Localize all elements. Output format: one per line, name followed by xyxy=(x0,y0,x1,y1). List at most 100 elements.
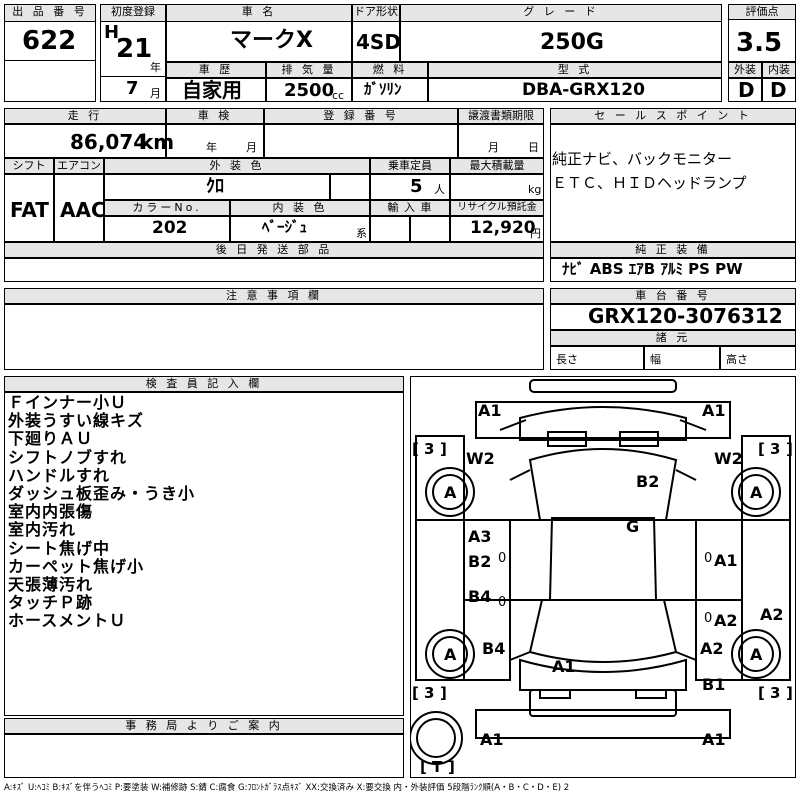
inspection-label: 車 検 xyxy=(166,108,264,124)
genuine-label: 純 正 装 備 xyxy=(550,242,796,258)
first-reg-month: 7 xyxy=(126,78,139,99)
sales-point-line: ＥＴＣ、ＨＩＤヘッドランプ xyxy=(552,174,747,192)
capacity-cell xyxy=(370,174,450,200)
damage-mark: A1 xyxy=(552,657,576,676)
score-label: 評価点 xyxy=(728,4,796,20)
ext-color-extra xyxy=(330,174,370,200)
damage-mark: A xyxy=(750,645,763,664)
damage-mark: A3 xyxy=(468,527,492,546)
exterior-cell xyxy=(728,78,762,102)
chassis-value: GRX120-3076312 xyxy=(588,304,783,328)
chassis-cell xyxy=(550,304,796,330)
model-value: DBA-GRX120 xyxy=(522,80,645,100)
max-load-label: 最大積載量 xyxy=(450,158,544,174)
interior-grade: D xyxy=(770,78,787,102)
svg-text:0: 0 xyxy=(498,551,506,566)
displacement-cell xyxy=(266,78,352,102)
door-type: 4SD xyxy=(356,30,401,54)
car-diagram-frame xyxy=(410,376,796,778)
damage-mark: B4 xyxy=(482,639,505,658)
first-reg-label: 初度登録 xyxy=(100,4,166,22)
first-reg-divider xyxy=(100,76,166,102)
recycle-value: 12,920 xyxy=(470,218,536,238)
history-label: 車 歴 xyxy=(166,62,266,78)
reg-number-label: 登 録 番 号 xyxy=(264,108,458,124)
inspector-cell xyxy=(4,392,404,716)
tire-depth: 3 xyxy=(424,440,434,458)
mileage-value: 86,074 xyxy=(70,130,148,154)
genuine-value: ﾅﾋﾞ ABS ｴｱB ｱﾙﾐ PS PW xyxy=(562,260,743,278)
mileage-unit: km xyxy=(140,130,175,154)
damage-mark: A1 xyxy=(478,401,502,420)
history-cell xyxy=(166,78,266,102)
displacement-unit: cc xyxy=(332,89,345,102)
inspector-note: 外装うすい線キズ xyxy=(8,411,145,431)
damage-mark: A xyxy=(750,483,763,502)
transfer-cell xyxy=(458,124,544,158)
inspector-note: ハンドルすれ xyxy=(8,465,111,485)
svg-text:[: [ xyxy=(758,440,765,458)
damage-mark: A xyxy=(444,483,457,502)
capacity-value: 5 xyxy=(410,176,423,197)
specs-label: 諸 元 xyxy=(550,330,796,346)
damage-mark: W2 xyxy=(714,449,743,468)
import-label: 輸 入 車 xyxy=(370,200,450,216)
inspector-note: シフトノブすれ xyxy=(8,447,128,467)
ext-color-value: ｸﾛ xyxy=(206,176,224,197)
max-load-unit: kg xyxy=(528,183,542,196)
later-parts-label: 後 日 発 送 部 品 xyxy=(4,242,544,258)
inspector-note: 室内内張傷 xyxy=(8,502,94,522)
legend: A:ｷｽﾞ U:ﾍｺﾐ B:ｷｽﾞを伴うﾍｺﾐ P:要塗装 W:補修跡 S:錆 … xyxy=(4,783,570,793)
year-unit: 年 xyxy=(150,61,161,74)
int-color-value: ﾍﾞｰｼﾞｭ xyxy=(262,218,308,236)
svg-text:]: ] xyxy=(448,758,455,776)
color-no-value: 202 xyxy=(152,218,188,238)
inspection-year: 年 xyxy=(206,141,217,154)
damage-mark: G xyxy=(626,517,639,536)
damage-mark: A1 xyxy=(480,730,504,749)
inspector-note: ダッシュ板歪み・うき小 xyxy=(8,484,196,504)
capacity-unit: 人 xyxy=(434,183,445,196)
specs-height-cell xyxy=(720,346,796,370)
svg-text:]: ] xyxy=(786,684,793,702)
int-color-suffix: 系 xyxy=(356,227,367,240)
max-load-cell xyxy=(450,174,544,200)
tire-depth: 3 xyxy=(770,440,780,458)
damage-mark: A2 xyxy=(700,639,724,658)
capacity-label: 乗車定員 xyxy=(370,158,450,174)
shift-value: FAT xyxy=(10,198,49,222)
month-unit: 月 xyxy=(150,87,161,100)
score-value: 3.5 xyxy=(736,28,783,58)
svg-text:]: ] xyxy=(440,440,447,458)
tire-depth: T xyxy=(432,758,443,776)
sales-point-cell xyxy=(550,124,796,242)
history-value: 自家用 xyxy=(182,78,242,102)
specs-length-cell xyxy=(550,346,644,370)
damage-mark: A1 xyxy=(714,551,738,570)
first-reg-year: 21 xyxy=(116,34,153,64)
inspector-note: ホースメントＵ xyxy=(8,611,127,631)
inspector-note: 天張薄汚れ xyxy=(8,575,94,595)
interior-cell xyxy=(762,78,796,102)
caution-label: 注 意 事 項 欄 xyxy=(4,288,544,304)
specs-width-cell xyxy=(644,346,720,370)
inspector-note: シート焦げ中 xyxy=(8,538,111,558)
car-diagram: A1 A1 W2 W2 B2 A A G A3 B2 A1 B4 A2 A2 A… xyxy=(410,379,793,776)
mileage-cell xyxy=(4,124,166,158)
recycle-unit: 円 xyxy=(530,227,541,240)
damage-mark: A xyxy=(444,645,457,664)
sales-point-line: 純正ナビ、バックモニター xyxy=(552,150,733,168)
recycle-label: リサイクル預託金 xyxy=(450,200,544,216)
displacement-label: 排 気 量 xyxy=(266,62,352,78)
transfer-day: 日 xyxy=(528,141,539,154)
int-color-cell xyxy=(230,216,370,242)
sales-point-label: セ ー ル ス ポ イ ン ト xyxy=(550,108,796,124)
exterior-label: 外装 xyxy=(728,62,762,78)
fuel-label: 燃 料 xyxy=(352,62,428,78)
aircon-value: AAC xyxy=(60,198,106,222)
damage-mark: A1 xyxy=(702,730,726,749)
exterior-grade: D xyxy=(738,78,755,102)
aircon-label: エアコン xyxy=(54,158,104,174)
svg-text:[: [ xyxy=(758,684,765,702)
